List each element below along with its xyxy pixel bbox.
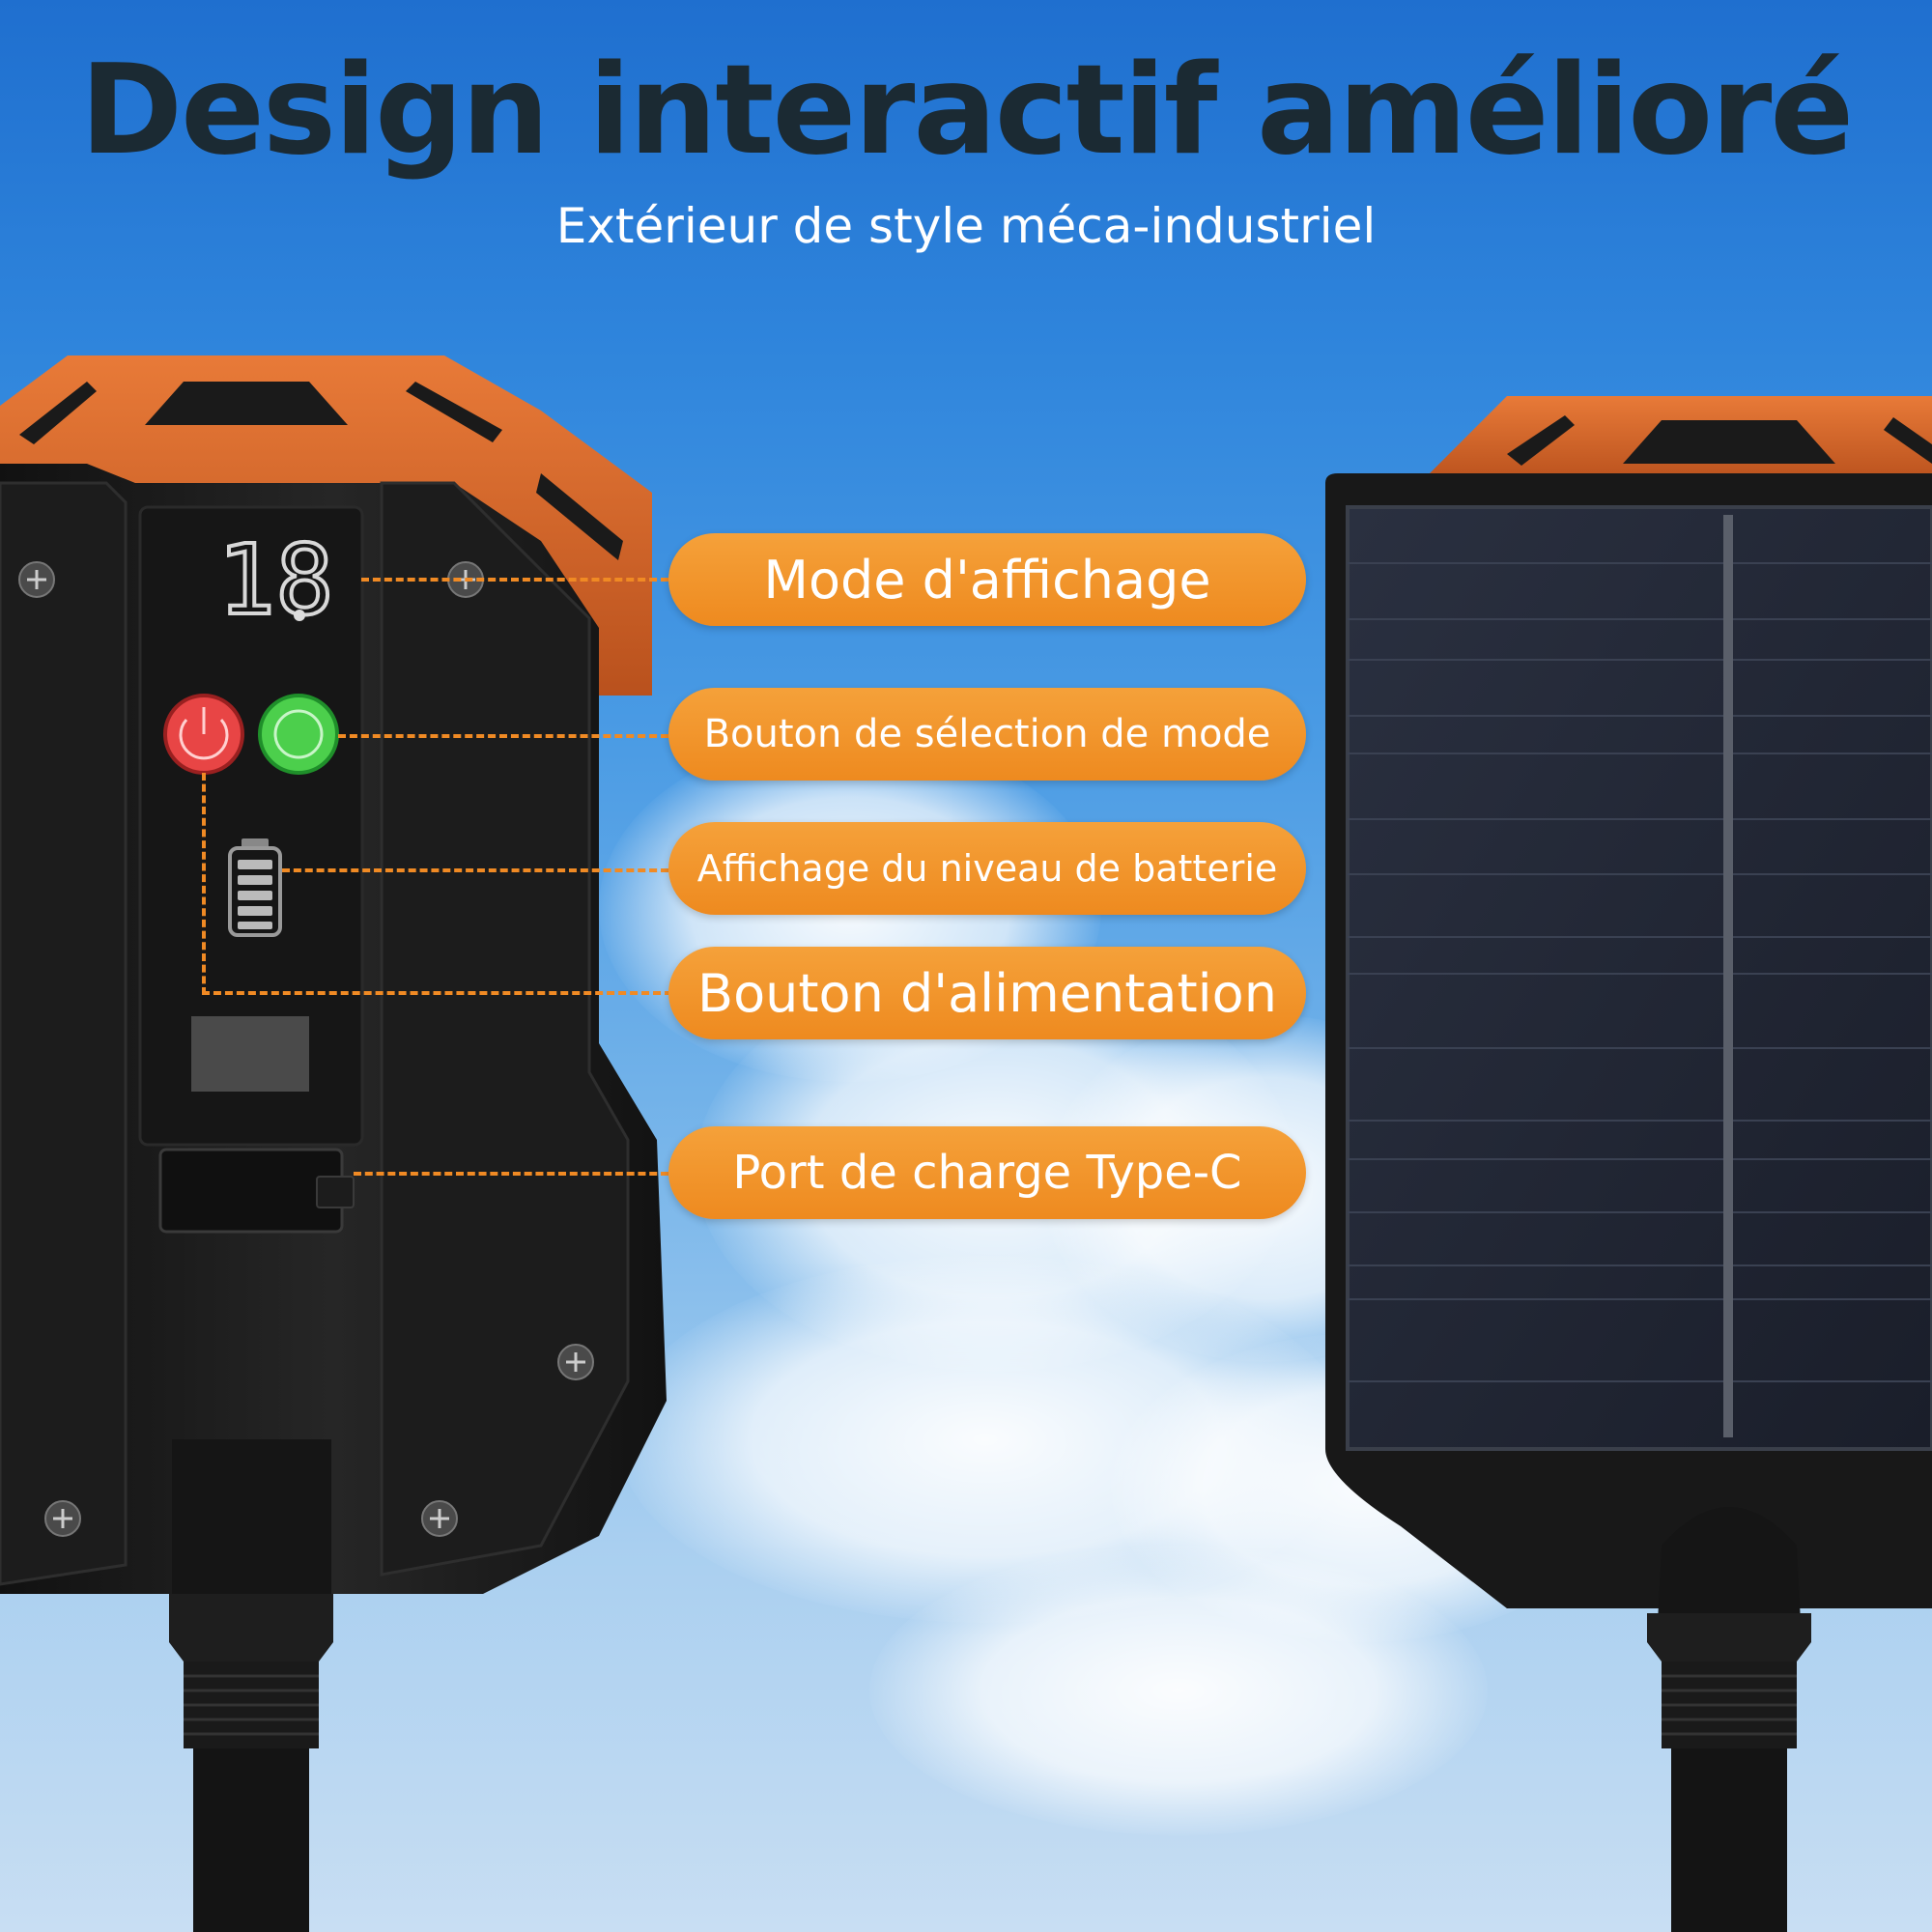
thread-lines xyxy=(1662,1674,1797,1736)
stake-collar xyxy=(1647,1613,1811,1662)
power-icon xyxy=(179,719,229,760)
vent-slot xyxy=(1884,417,1932,464)
solar-cell-grid xyxy=(1348,562,1932,1382)
stake-pole xyxy=(1671,1748,1787,1932)
bottom-connector xyxy=(172,1439,331,1594)
leader-line-display xyxy=(361,578,668,582)
solar-panel xyxy=(1346,505,1932,1451)
screw-icon xyxy=(18,561,55,598)
callout-text: Bouton de sélection de mode xyxy=(703,712,1271,756)
page-subtitle: Extérieur de style méca-industriel xyxy=(555,198,1377,254)
battery-bar xyxy=(238,891,272,900)
battery-bar xyxy=(238,922,272,929)
stake-pole xyxy=(193,1748,309,1932)
leader-line-mode xyxy=(338,734,668,738)
panel-bus-bar xyxy=(1723,515,1733,1437)
leader-line-battery xyxy=(282,868,668,872)
side-rail xyxy=(0,481,128,1586)
display-dot xyxy=(294,610,305,621)
side-rail xyxy=(380,481,630,1577)
vent-slot xyxy=(19,382,97,444)
vent-slot xyxy=(1623,420,1835,464)
vent-slot xyxy=(536,473,623,560)
callout-text: Affichage du niveau de batterie xyxy=(696,847,1278,890)
mode-ring-icon xyxy=(273,709,324,759)
usb-c-tab xyxy=(316,1176,355,1208)
mode-button-graphic[interactable] xyxy=(258,694,339,775)
control-panel xyxy=(138,505,364,1147)
usb-c-cover[interactable] xyxy=(158,1148,344,1234)
callout-battery-level: Affichage du niveau de batterie xyxy=(668,822,1306,915)
left-device: 18 xyxy=(0,355,667,1932)
callout-power-button: Bouton d'alimentation xyxy=(668,947,1306,1039)
leader-line-usb xyxy=(354,1172,668,1176)
cloud xyxy=(869,1546,1488,1835)
vent-slot xyxy=(1507,415,1575,466)
screw-icon xyxy=(44,1500,81,1537)
sensor-window xyxy=(191,1016,309,1092)
thread-lines xyxy=(184,1674,319,1736)
vent-slot xyxy=(406,382,502,442)
segment-display: 18 xyxy=(217,524,333,637)
battery-cap xyxy=(242,838,269,848)
callout-display-mode: Mode d'affichage xyxy=(668,533,1306,626)
vent-slot xyxy=(145,382,348,425)
battery-bar xyxy=(238,875,272,885)
callout-mode-select-button: Bouton de sélection de mode xyxy=(668,688,1306,781)
screw-icon xyxy=(421,1500,458,1537)
battery-bar xyxy=(238,906,272,916)
battery-bar xyxy=(238,860,272,869)
callout-usb-c-port: Port de charge Type-C xyxy=(668,1126,1306,1219)
page-title: Design interactif amélioré xyxy=(79,39,1854,183)
battery-icon xyxy=(228,846,282,937)
leader-line-power xyxy=(202,773,672,995)
panel-neck xyxy=(1657,1507,1802,1642)
right-device xyxy=(1325,396,1932,1932)
screw-icon xyxy=(557,1344,594,1380)
callout-text: Bouton d'alimentation xyxy=(697,962,1277,1024)
stake-collar xyxy=(169,1594,333,1662)
callout-text: Port de charge Type-C xyxy=(732,1146,1242,1200)
callout-text: Mode d'affichage xyxy=(763,549,1211,611)
